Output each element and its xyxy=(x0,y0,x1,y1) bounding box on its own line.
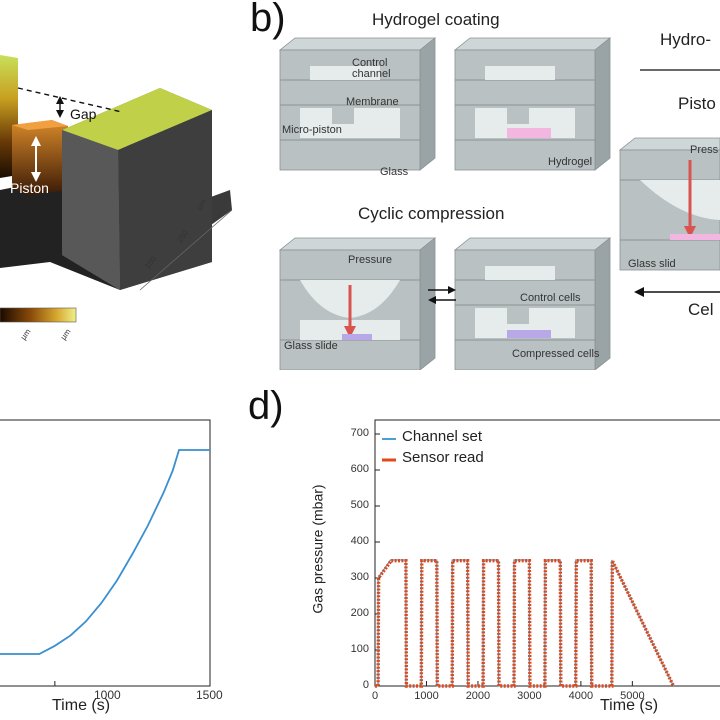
panel-d-xtick-label: 2000 xyxy=(465,690,491,702)
label-glass-slide: Glass slide xyxy=(284,340,338,352)
panel-d-xtick-label: 0 xyxy=(371,690,379,702)
panel-d-chart xyxy=(374,419,720,688)
colorbar xyxy=(0,307,77,323)
label-pressure: Pressure xyxy=(348,254,393,266)
panel-d-ytick-label: 400 xyxy=(350,535,369,547)
label-pressure-right: Press xyxy=(690,144,719,156)
panel-d-legend xyxy=(382,438,396,462)
panel-c-series-line xyxy=(0,449,210,655)
gap-label: Gap xyxy=(70,106,97,122)
legend-label-channel-set: Channel set xyxy=(402,428,483,445)
label-glass-right: Glass slid xyxy=(628,258,676,270)
piston-block xyxy=(12,120,68,195)
panel-b-title-piston: Pisto xyxy=(678,94,716,113)
panel-d-letter: d) xyxy=(248,384,284,428)
panel-d-ytick-label: 100 xyxy=(350,643,369,655)
panel-d-xtick-label: 3000 xyxy=(517,690,542,702)
panel-c-xlabel: Time (s) xyxy=(52,697,111,714)
schematic-bottom-left xyxy=(278,237,437,370)
panel-c-frame xyxy=(0,419,211,687)
panel-c-chart xyxy=(0,419,211,687)
panel-b-title-cyclic: Cyclic compression xyxy=(358,204,505,223)
label-cells-right: Cel xyxy=(688,300,714,319)
panel-d-ylabel: Gas pressure (mbar) xyxy=(309,484,326,614)
panel-d-ytick-label: 700 xyxy=(350,427,369,439)
panel-c-xtick-1: 1500 xyxy=(196,688,223,702)
panel-d-frame xyxy=(374,419,720,687)
schematic-top-left xyxy=(278,37,437,171)
legend-label-sensor-read: Sensor read xyxy=(402,449,484,466)
piston-label: Piston xyxy=(10,180,49,196)
panel-d-xtick-label: 1000 xyxy=(414,690,439,702)
label-compressed-cells: Compressed cells xyxy=(512,348,600,360)
label-glass: Glass xyxy=(380,166,409,178)
label-control-cells: Control cells xyxy=(520,292,581,304)
label-control-channel: Control channel xyxy=(352,57,391,80)
panel-d-xtick-label: 5000 xyxy=(620,690,645,702)
panel-d-xlabel: Time (s) xyxy=(600,697,659,714)
panel-d-ytick-label: 600 xyxy=(350,463,369,475)
schematic-right xyxy=(618,137,720,271)
label-micro-piston: Micro-piston xyxy=(282,124,342,136)
panel-d-ytick-label: 200 xyxy=(350,607,369,619)
panel-a-illustration xyxy=(0,55,233,323)
label-membrane: Membrane xyxy=(346,96,399,108)
label-hydrogel: Hydrogel xyxy=(548,156,593,168)
schematic-top-middle xyxy=(453,37,612,171)
panel-d-xtick-label: 4000 xyxy=(568,690,594,702)
panel-c-xtick-0: 1000 xyxy=(94,688,121,702)
schematic-bottom-middle xyxy=(453,237,612,370)
panel-d-ytick-label: 500 xyxy=(350,499,369,511)
panel-d-ytick-label: 0 xyxy=(362,679,369,691)
panel-b-schematics xyxy=(278,37,720,370)
series-line-sensor-read xyxy=(375,558,676,688)
panel-d-ytick-label: 300 xyxy=(350,571,369,583)
panel-b-letter: b) xyxy=(250,0,286,40)
panel-b-title-hydro-right: Hydro- xyxy=(660,30,712,49)
panel-b-title-hydrogel: Hydrogel coating xyxy=(372,10,500,29)
hydrogel-layer xyxy=(507,128,551,138)
